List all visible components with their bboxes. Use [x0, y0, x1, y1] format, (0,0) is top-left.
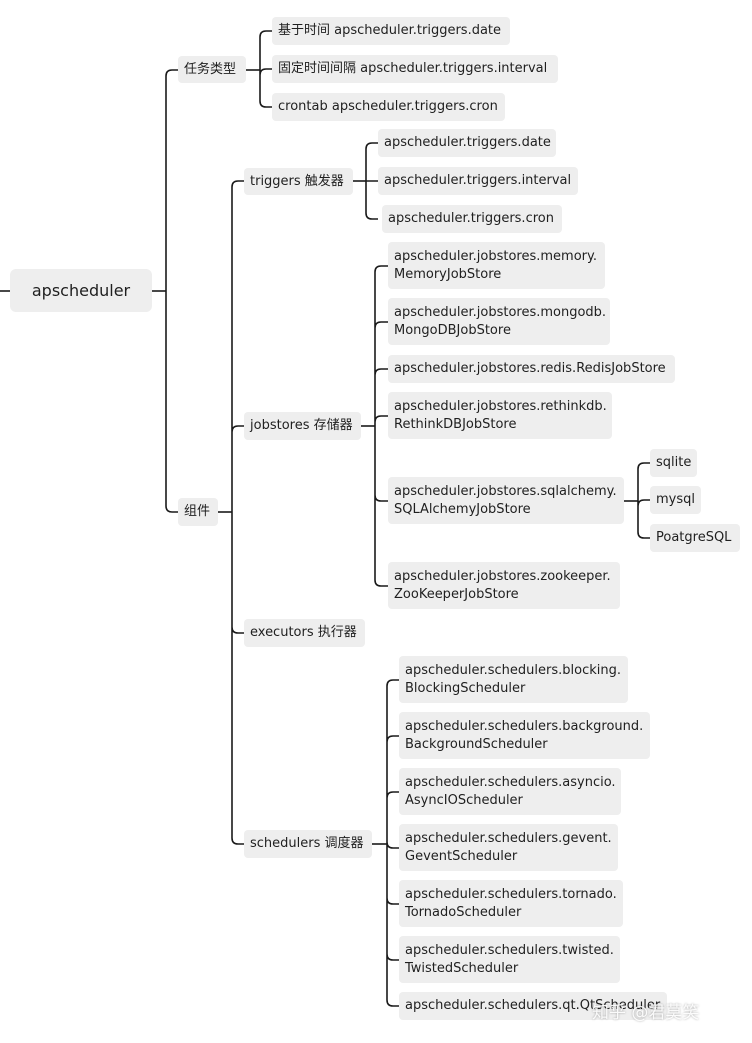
triggers-link-branches	[365, 142, 378, 220]
task-types-node[interactable]: 任务类型	[178, 56, 246, 83]
components-link-branches	[231, 180, 244, 845]
schedulers-link-branches	[386, 679, 399, 1007]
task-type-interval[interactable]: 固定时间间隔 apscheduler.triggers.interval	[272, 55, 558, 83]
scheduler-qt[interactable]: apscheduler.schedulers.qt.QtScheduler	[399, 992, 667, 1020]
jobstore-memory[interactable]: apscheduler.jobstores.memory. MemoryJobS…	[388, 242, 605, 289]
sqlalchemy-link-branches	[637, 462, 650, 539]
jobstore-redis[interactable]: apscheduler.jobstores.redis.RedisJobStor…	[388, 355, 675, 383]
task-type-date[interactable]: 基于时间 apscheduler.triggers.date	[272, 17, 510, 45]
trigger-cron[interactable]: apscheduler.triggers.cron	[382, 205, 562, 233]
jobstores-link-branches	[374, 265, 388, 587]
sqlalchemy-sqlite[interactable]: sqlite	[650, 449, 697, 477]
scheduler-tornado[interactable]: apscheduler.schedulers.tornado. TornadoS…	[399, 880, 623, 927]
task-type-cron[interactable]: crontab apscheduler.triggers.cron	[272, 93, 505, 121]
scheduler-blocking[interactable]: apscheduler.schedulers.blocking. Blockin…	[399, 656, 628, 703]
jobstore-mongodb[interactable]: apscheduler.jobstores.mongodb. MongoDBJo…	[388, 298, 610, 345]
root-node[interactable]: apscheduler	[10, 269, 152, 312]
executors-node[interactable]: executors 执行器	[244, 619, 365, 647]
jobstore-rethinkdb[interactable]: apscheduler.jobstores.rethinkdb. Rethink…	[388, 392, 612, 439]
trigger-interval[interactable]: apscheduler.triggers.interval	[378, 167, 578, 195]
trigger-date[interactable]: apscheduler.triggers.date	[378, 129, 556, 157]
scheduler-twisted[interactable]: apscheduler.schedulers.twisted. TwistedS…	[399, 936, 620, 983]
sqlalchemy-mysql[interactable]: mysql	[650, 486, 701, 514]
schedulers-node[interactable]: schedulers 调度器	[244, 830, 372, 858]
sqlalchemy-postgresql[interactable]: PoatgreSQL	[650, 524, 740, 552]
scheduler-background[interactable]: apscheduler.schedulers.background. Backg…	[399, 712, 650, 759]
task-types-link-branches	[259, 30, 272, 108]
jobstores-node[interactable]: jobstores 存储器	[244, 412, 361, 440]
components-node[interactable]: 组件	[178, 498, 218, 526]
scheduler-gevent[interactable]: apscheduler.schedulers.gevent. GeventSch…	[399, 824, 618, 871]
root-link-branches	[165, 69, 178, 513]
jobstore-sqlalchemy[interactable]: apscheduler.jobstores.sqlalchemy. SQLAlc…	[388, 477, 624, 524]
jobstore-zookeeper[interactable]: apscheduler.jobstores.zookeeper. ZooKeep…	[388, 562, 620, 609]
scheduler-asyncio[interactable]: apscheduler.schedulers.asyncio. AsyncIOS…	[399, 768, 621, 815]
triggers-node[interactable]: triggers 触发器	[244, 168, 353, 195]
watermark: 知乎 @君莫笑	[592, 1003, 700, 1023]
